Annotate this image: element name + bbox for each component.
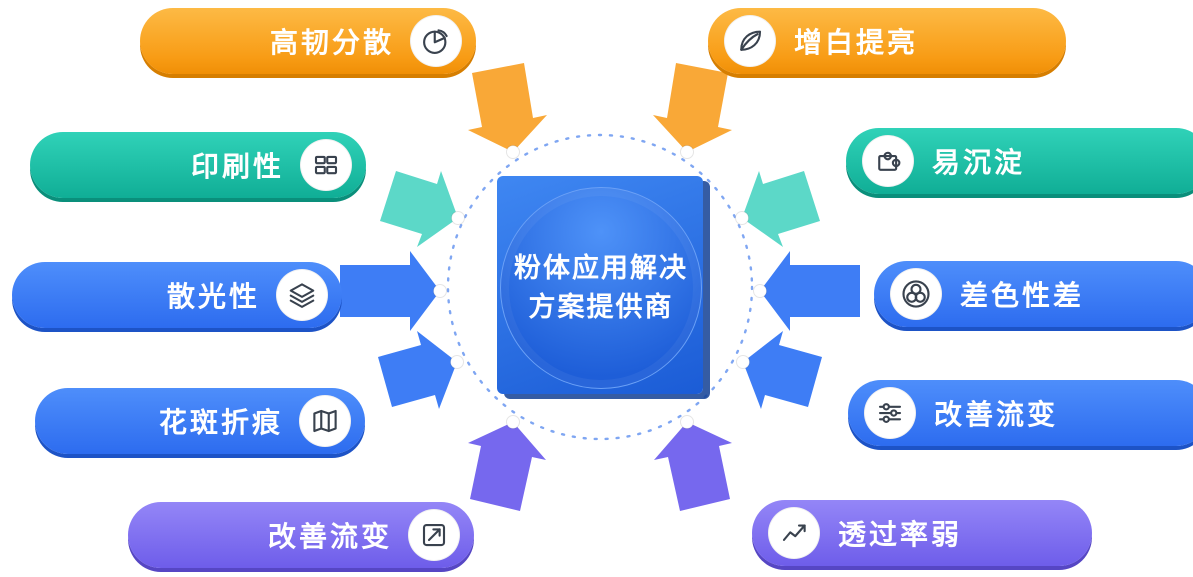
trend-chart-icon <box>768 507 820 559</box>
pill-rheology-left: 改善流变 <box>128 502 474 568</box>
arrow-upper-right <box>742 171 820 247</box>
pill-color-difference: 差色性差 <box>874 261 1193 327</box>
pill-rheology-left-label: 改善流变 <box>267 521 392 552</box>
pill-transmittance-label: 透过率弱 <box>838 519 963 550</box>
arrow-bottom-right <box>654 422 732 511</box>
pie-chart-icon <box>410 15 462 67</box>
center-title-line1: 粉体应用解决 <box>514 252 688 283</box>
pill-printability-label: 印刷性 <box>190 151 284 182</box>
pill-light-diffusion: 散光性 <box>12 262 342 328</box>
pill-whitening: 增白提亮 <box>708 8 1066 74</box>
pill-color-difference-label: 差色性差 <box>960 280 1085 311</box>
pill-mottle-crease-label: 花斑折痕 <box>158 407 283 438</box>
pill-rheology-right-label: 改善流变 <box>934 399 1059 430</box>
pill-mottle-crease: 花斑折痕 <box>35 388 365 454</box>
pill-rheology-right: 改善流变 <box>848 380 1193 446</box>
arrow-mid-right <box>760 251 860 331</box>
leaf-icon <box>724 15 776 67</box>
center-title: 粉体应用解决 方案提供商 <box>500 187 702 389</box>
pill-dispersion-label: 高韧分散 <box>269 27 394 58</box>
map-icon <box>299 395 351 447</box>
puzzle-icon <box>862 135 914 187</box>
pill-sedimentation: 易沉淀 <box>846 128 1193 194</box>
pill-sedimentation-label: 易沉淀 <box>932 147 1026 178</box>
sliders-icon <box>864 387 916 439</box>
arrow-lower-right <box>743 331 822 409</box>
center-title-line2: 方案提供商 <box>528 292 674 322</box>
arrow-bottom-left <box>468 422 546 511</box>
layers-icon <box>276 269 328 321</box>
printing-icon <box>300 139 352 191</box>
arrow-lower-left <box>378 331 457 409</box>
pill-dispersion: 高韧分散 <box>140 8 476 74</box>
pill-light-diffusion-label: 散光性 <box>166 281 260 312</box>
pill-transmittance: 透过率弱 <box>752 500 1092 566</box>
arrow-top-right <box>653 63 732 152</box>
color-circles-icon <box>890 268 942 320</box>
arrow-top-left <box>468 63 547 152</box>
edit-arrow-icon <box>408 509 460 561</box>
pill-whitening-label: 增白提亮 <box>794 27 919 58</box>
pill-printability: 印刷性 <box>30 132 366 198</box>
arrow-upper-left <box>380 171 458 247</box>
arrow-mid-left <box>340 251 440 331</box>
